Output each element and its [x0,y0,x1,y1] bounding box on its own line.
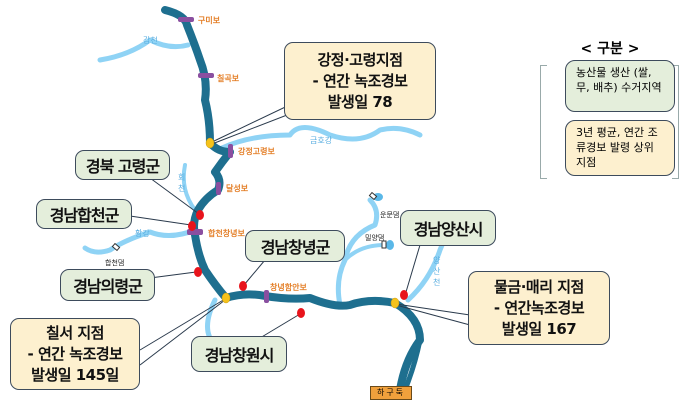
legend-title: < 구분 > [580,41,640,57]
region-changwon: 경남창원시 [191,336,287,372]
site-goryeong [196,210,204,220]
site-changnyeong [239,281,247,291]
tributary-label: 회천 [178,173,186,193]
dam-icon-miryang [381,240,387,249]
lake-miryang [386,240,394,250]
alert-site-chilseo [221,292,231,304]
weir-label: 합천창녕보 [208,229,245,238]
tributary-miryang2 [343,243,387,262]
tributary-miryang [335,197,380,308]
tributary-label: 감천 [143,36,158,45]
dam-label: 운문댐 [380,211,400,219]
estuary-label: 하구둑 [370,386,412,400]
tributary-geumho [219,125,423,151]
dam-label: 합천댐 [105,259,125,267]
weir-changnyeong [264,290,269,303]
tributary-gamcheon [97,37,191,63]
alert-callout-chilseo: 칠서 지점 - 연간 녹조경보 발생일 145일 [10,318,140,390]
alert-callout-mulgeum: 물금·매리 지점 - 연간녹조경보 발생일 167 [468,271,610,345]
weir-gumi [178,17,194,22]
weir-dalseong [216,182,221,195]
callout-line: 칠서 지점 [46,323,104,342]
legend-bracket-left [540,65,547,179]
callout-line: 강정·고령지점 [317,50,404,69]
callout-line: 발생일 145일 [31,365,119,384]
callout-line: - 연간녹조경보 [493,298,585,317]
dam-icon-hapcheon [111,242,121,252]
legend-item-alert: 3년 평균, 연간 조류경보 발령 상위 지점 [565,120,675,176]
weir-gangjeong [228,144,233,158]
site-yangsan [400,290,408,300]
site-uiryeong [194,267,202,277]
region-yangsan: 경남양산시 [400,210,496,246]
callout-line: 발생일 167 [501,319,577,338]
tributary-label: 금호강 [310,136,333,145]
legend-bracket-right [672,65,679,179]
tributary-label: 황강 [135,229,150,238]
callout-line: - 연간 녹조경보 [312,71,408,90]
weir-chilgok [198,73,214,78]
tributary-label: 양산천 [433,256,441,287]
weir-hapcheon [187,229,203,235]
alert-callout-gangjeong: 강정·고령지점 - 연간 녹조경보 발생일 78 [284,42,436,120]
legend-item-agri: 농산물 생산 (쌀, 무, 배추) 수거지역 [565,60,675,112]
callout-line: 물금·매리 지점 [494,277,584,296]
site-changwon [297,308,305,318]
weir-label: 칠곡보 [217,74,240,83]
callout-line: 발생일 78 [327,92,393,111]
site-hapcheon [188,221,196,231]
dam-icon-unmun [368,191,378,201]
weir-label: 창녕함안보 [270,283,307,292]
alert-site-mulgeum [390,297,400,309]
region-hapcheon: 경남합천군 [36,199,132,229]
region-changnyeong: 경남창녕군 [245,230,345,262]
region-uiryeong: 경남의령군 [60,269,155,301]
sample-sites [188,210,408,318]
alert-site-gangjeong [205,137,215,149]
alert-sites [205,137,400,309]
tributary-hwanggang [82,227,198,255]
weir-label: 강정고령보 [238,147,275,156]
weir-label: 달성보 [226,184,249,193]
region-goryeong: 경북 고령군 [75,150,170,180]
weir-label: 구미보 [198,16,221,25]
tributary-hoecheon [181,163,197,212]
callout-line: - 연간 녹조경보 [27,344,123,363]
estuary-branch [402,337,423,393]
dam-label: 밀양댐 [365,234,385,242]
